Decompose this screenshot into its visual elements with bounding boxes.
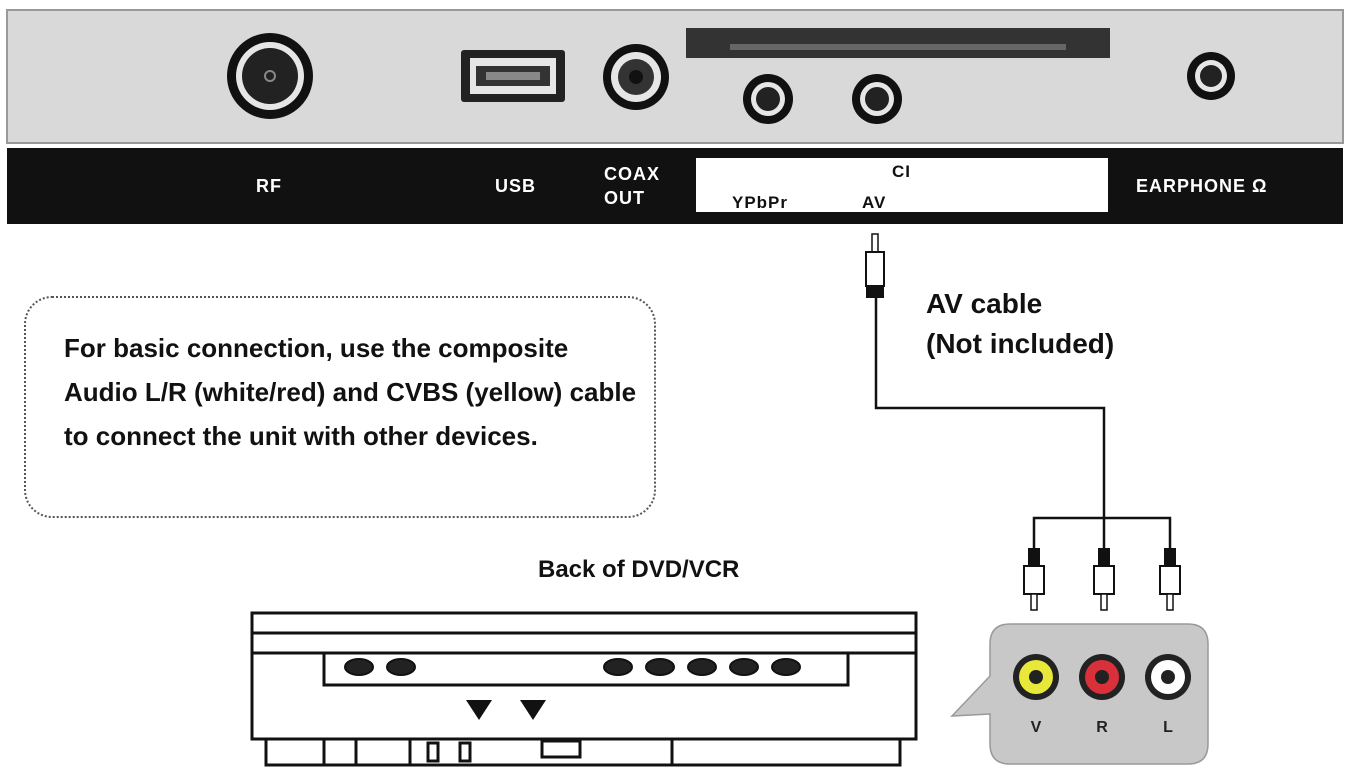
coax-label-line2: OUT (604, 188, 645, 208)
coax-label-line1: COAX (604, 164, 660, 184)
usb-port (461, 50, 565, 102)
earphone-jack (1187, 52, 1235, 100)
jack-v (1013, 654, 1059, 700)
info-callout (24, 296, 656, 518)
dvd-vcr-arrows (466, 700, 546, 720)
coax-out-port (603, 44, 669, 110)
jack-r (1079, 654, 1125, 700)
tv-panel (6, 9, 1344, 144)
usb-label: USB (495, 176, 536, 196)
ypbpr-label: YPbPr (732, 193, 788, 212)
jack-l (1145, 654, 1191, 700)
rca-plug-audio-red (1093, 548, 1115, 611)
jack-l-label: L (1163, 719, 1173, 736)
ci-label-box (696, 158, 1108, 212)
rca-plug-video (1023, 548, 1045, 611)
av-cable-label-line2: (Not included) (926, 328, 1115, 359)
rf-port (227, 33, 313, 119)
jack-r-label: R (1096, 719, 1108, 736)
jack-v-label: V (1031, 719, 1042, 736)
info-callout-text: For basic connection, use the composite … (64, 333, 637, 451)
ci-label: CI (892, 162, 911, 181)
dvd-vcr-device (250, 611, 918, 767)
av-cable-label-line1: AV cable (926, 288, 1043, 319)
rca-plug-audio-white (1159, 548, 1181, 611)
dvd-vcr-title: Back of DVD/VCR (538, 556, 740, 583)
rf-label: RF (256, 176, 282, 196)
tv-label-bar (7, 148, 1343, 224)
dvd-vcr-jacks (344, 658, 801, 676)
av-cable-label: AV cable (Not included) (926, 284, 1114, 364)
av-label: AV (862, 193, 886, 212)
rca-jack-box (950, 623, 1209, 765)
ypbpr-jack (743, 74, 793, 124)
ci-slot (686, 28, 1110, 58)
av-jack (852, 74, 902, 124)
earphone-label: EARPHONE Ω (1136, 176, 1267, 196)
av-cable (865, 233, 1172, 548)
